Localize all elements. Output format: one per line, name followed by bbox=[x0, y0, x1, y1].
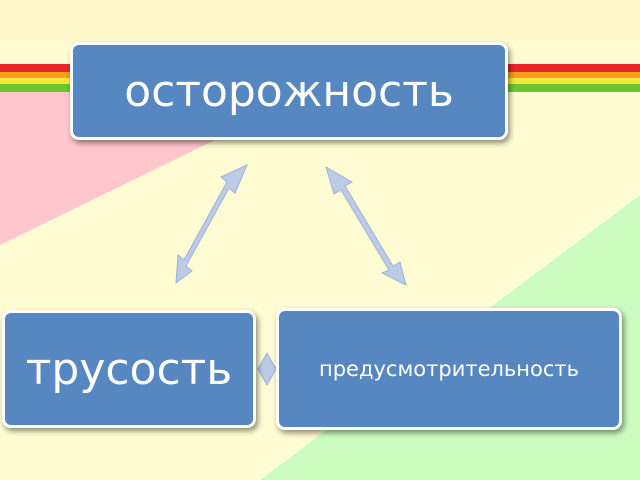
node-foresight-label: предусмотрительность bbox=[318, 357, 580, 381]
double-arrow-top-right bbox=[325, 165, 407, 286]
stripes-left bbox=[0, 64, 76, 92]
background-pink-region bbox=[0, 70, 215, 245]
node-caution-label: осторожность bbox=[124, 65, 454, 117]
double-arrow-top-left bbox=[175, 164, 248, 285]
node-cowardice: трусость bbox=[2, 310, 256, 428]
double-arrow-bottom bbox=[257, 351, 277, 387]
node-cowardice-label: трусость bbox=[25, 343, 233, 395]
node-foresight: предусмотрительность bbox=[276, 308, 622, 430]
stripes-right bbox=[504, 64, 640, 92]
node-caution: осторожность bbox=[70, 42, 508, 140]
background-light-band bbox=[0, 0, 640, 40]
